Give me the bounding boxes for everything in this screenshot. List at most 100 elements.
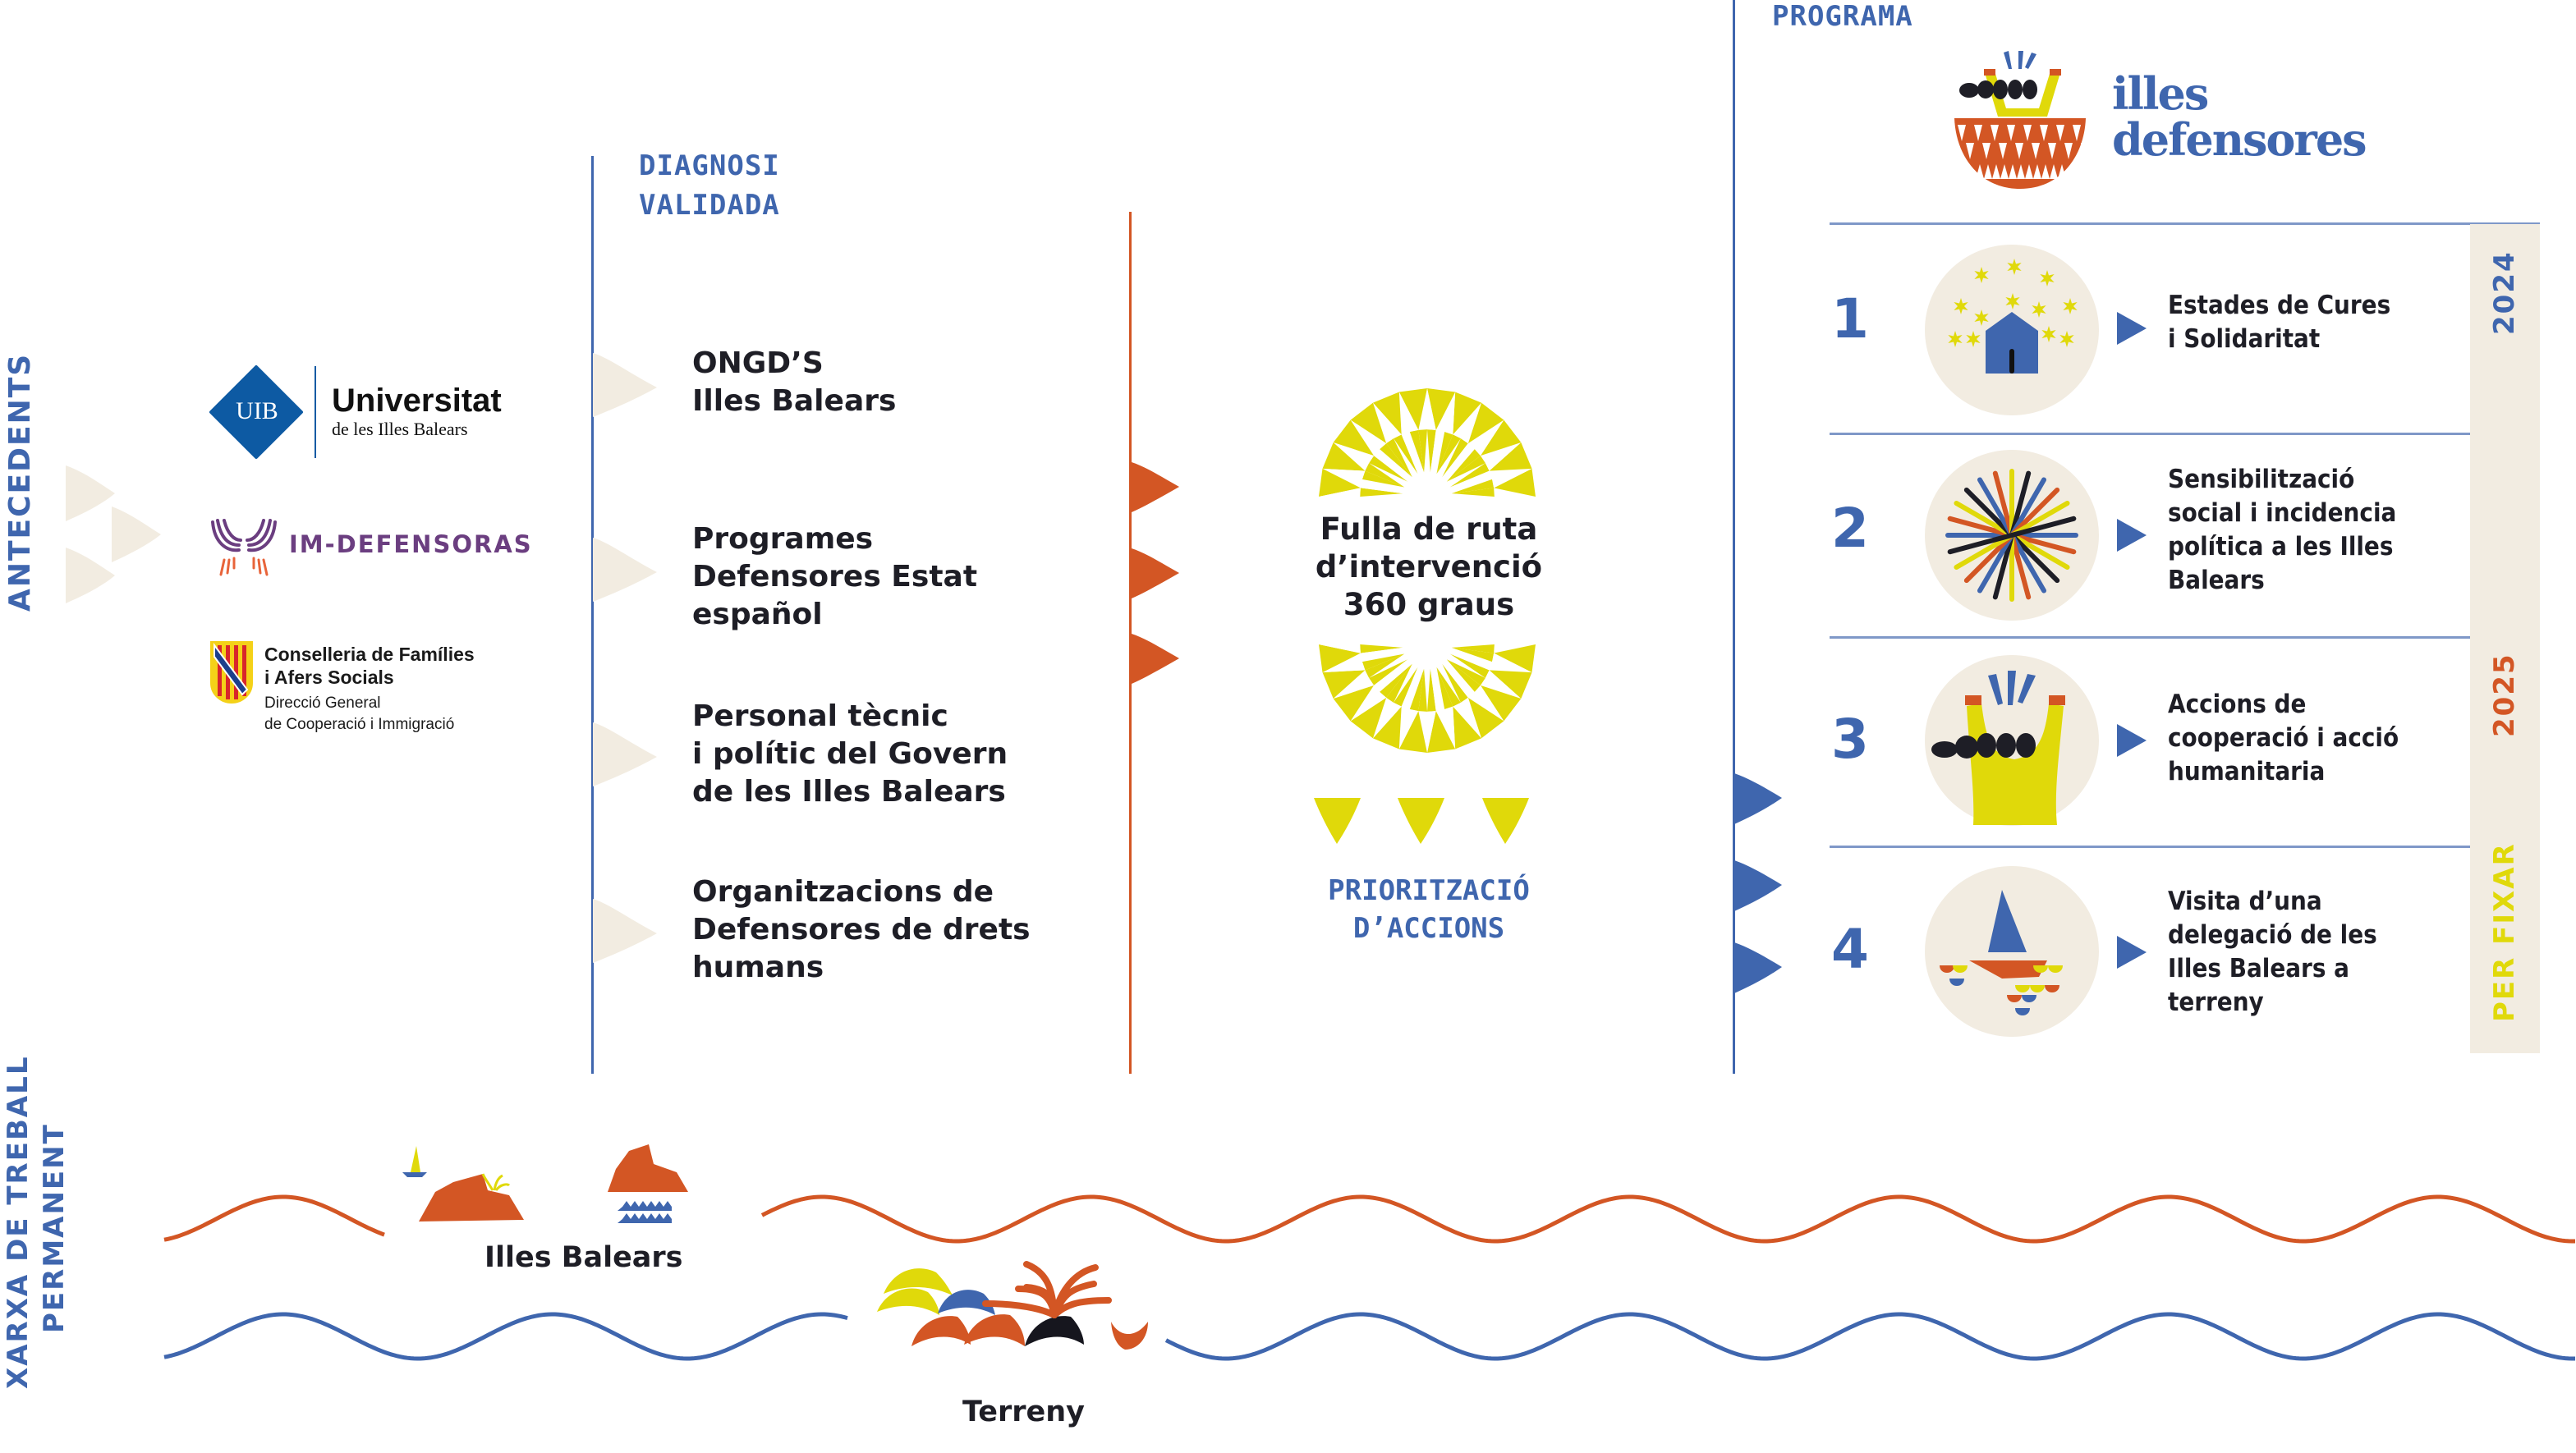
wave-line <box>163 1312 2575 1361</box>
conselleria-line3: Direcció General <box>264 694 381 712</box>
sun-segment <box>1333 685 1375 722</box>
star-icon <box>2005 293 2020 309</box>
sun-segment <box>1319 644 1361 673</box>
sun-bottom-half-icon <box>1319 644 1536 753</box>
illes-defensores-mark-icon <box>1954 51 2089 189</box>
program-text: Estades de Cures i Solidaritat <box>2168 291 2391 354</box>
sun-segment <box>1446 659 1481 692</box>
roadmap-divider <box>1129 212 1132 1074</box>
islands-icon <box>402 1144 688 1223</box>
sun-segment <box>1322 442 1366 471</box>
sun-segment <box>1489 670 1532 699</box>
sun-segment <box>1373 392 1402 435</box>
sun-segment <box>1467 402 1504 444</box>
sun-segment <box>1369 456 1408 482</box>
sun-segment <box>1369 659 1408 685</box>
star-icon <box>2041 326 2056 342</box>
star-icon <box>2059 331 2074 347</box>
sun-segment <box>1361 470 1405 488</box>
conselleria-line4: de Cooperació i Immigració <box>264 716 455 733</box>
diagnosi-item: Organitzacions de Defensores de drets hu… <box>692 875 1031 984</box>
diagnosi-heading-line1: DIAGNOSI <box>639 149 780 182</box>
sun-segment <box>1350 402 1387 444</box>
sun-segment <box>1409 668 1425 712</box>
sun-segment <box>1453 706 1481 749</box>
star-icon <box>1966 331 1981 347</box>
wave-line <box>163 1194 2575 1244</box>
conselleria-line1: Conselleria de Famílies <box>264 644 475 665</box>
priority-triangles-icon <box>1314 798 1529 844</box>
program-text: Visita d’una delegació de les Illes Bale… <box>2168 887 2377 1017</box>
conselleria-line2: i Afers Socials <box>264 667 394 688</box>
uib-mark: UIB <box>236 397 278 424</box>
star-icon <box>1974 267 1989 283</box>
sun-segment <box>1394 667 1418 707</box>
program-number: 3 <box>1831 708 1869 771</box>
arrow-right-icon <box>2117 312 2147 345</box>
program-text: Accions de cooperació i acció humanitari… <box>2168 690 2399 786</box>
roadmap-title: Fulla de ruta d’intervenció 360 graus <box>1315 511 1543 622</box>
sun-segment <box>1427 668 1436 712</box>
sun-segment <box>1333 419 1375 456</box>
star-icon <box>1948 331 1963 347</box>
diagnosi-heading: DIAGNOSI VALIDADA <box>639 146 780 225</box>
program-number: 4 <box>1831 918 1869 981</box>
roadmap-flags <box>1132 462 1179 684</box>
timeline-bar <box>2470 224 2540 1053</box>
sailboat-icon <box>1925 866 2099 1037</box>
sun-segment <box>1380 443 1412 478</box>
programa-flags <box>1734 773 1782 993</box>
uib-divider <box>315 366 316 458</box>
uib-subtitle: de les Illes Balears <box>332 419 468 439</box>
sun-segment <box>1380 663 1412 698</box>
sun-segment <box>1451 647 1495 662</box>
sun-segment <box>1398 388 1427 430</box>
arrow-right-icon <box>2117 519 2147 552</box>
programa-divider <box>1733 0 1735 1074</box>
prioritization-label: PRIORITZACIÓ D’ACCIONS <box>1328 874 1530 945</box>
sun-segment <box>1350 697 1387 739</box>
house-stars-icon <box>1925 245 2099 415</box>
diagnosi-item: Programes Defensores Estat español <box>692 522 978 631</box>
sun-segment <box>1398 711 1427 753</box>
sun-segment <box>1446 449 1481 482</box>
sun-segment <box>1427 429 1436 473</box>
sun-top-half-icon <box>1319 388 1536 497</box>
sun-segment <box>1394 434 1418 474</box>
illes-defensores-line1: illes <box>2112 67 2209 120</box>
star-icon <box>1974 309 1989 326</box>
sun-segment <box>1361 653 1405 671</box>
diagnosi-item: Personal tècnic i polític del Govern de … <box>692 699 1008 809</box>
sun-segment <box>1442 438 1468 478</box>
program-text: Sensibilització social i incidencia polí… <box>2168 465 2397 595</box>
sun-segment <box>1451 479 1495 494</box>
diagnosi-flags <box>593 353 657 963</box>
diagnosi-item: ONGD’S Illes Balears <box>692 346 897 418</box>
program-separator <box>1830 636 2540 639</box>
star-icon <box>2063 298 2078 314</box>
balearic-shield-icon <box>210 641 253 704</box>
sun-segment <box>1480 419 1522 456</box>
sun-segment <box>1409 429 1425 473</box>
sun-segment <box>1442 663 1468 703</box>
programa-heading: PROGRAMA <box>1772 0 1913 33</box>
sun-segment <box>1436 667 1453 710</box>
uib-diamond-icon <box>209 365 303 459</box>
sun-segment <box>1319 468 1361 497</box>
arrow-right-icon <box>2117 724 2147 757</box>
diagnosi-heading-line2: VALIDADA <box>639 189 780 222</box>
star-icon <box>2040 270 2055 286</box>
sun-segment <box>1453 392 1481 435</box>
uib-title: Universitat <box>332 383 502 419</box>
sun-segment <box>1322 670 1366 699</box>
sun-segment <box>1449 653 1490 678</box>
sun-segment <box>1494 644 1536 673</box>
raised-arms-icon <box>1925 655 2099 826</box>
sun-segment <box>1427 388 1456 430</box>
sun-segment <box>1467 697 1504 739</box>
sun-segment <box>1360 488 1403 497</box>
imdefensoras-name: IM-DEFENSORAS <box>289 530 533 558</box>
hands-icon <box>211 519 277 576</box>
sun-segment <box>1480 685 1522 722</box>
